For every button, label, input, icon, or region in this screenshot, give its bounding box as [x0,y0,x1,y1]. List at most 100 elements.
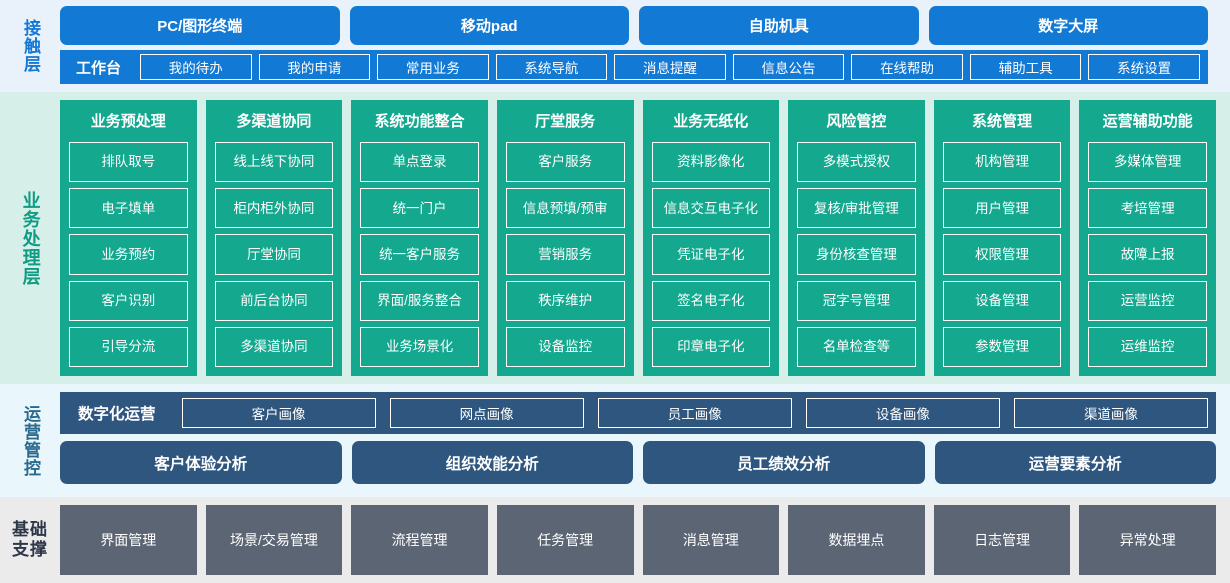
business-item-permission-mgmt[interactable]: 权限管理 [942,234,1062,275]
business-column-multichannel: 多渠道协同 线上线下协同 柜内柜外协同 厅堂协同 前后台协同 多渠道协同 [205,100,343,376]
base-chip-log-mgmt[interactable]: 日志管理 [933,505,1071,575]
portrait-chip-channel[interactable]: 渠道画像 [1013,398,1208,428]
business-column-title: 业务无纸化 [673,113,749,130]
business-item-fault-report[interactable]: 故障上报 [1088,234,1207,275]
business-item-identity-verification[interactable]: 身份核查管理 [797,234,916,275]
business-item-training-mgmt[interactable]: 考培管理 [1088,188,1207,229]
business-column-title: 风险管控 [826,113,887,130]
business-item-customer-service[interactable]: 客户服务 [505,142,625,183]
base-layer-label-line1: 基础 [12,520,48,540]
business-item-info-exchange-digital[interactable]: 信息交互电子化 [651,188,771,229]
business-layer-band: 业务处理层 业务预处理 排队取号 电子填单 业务预约 客户识别 引导分流 多渠道… [0,92,1230,384]
business-item-parameter-mgmt[interactable]: 参数管理 [942,326,1062,368]
business-column-risk-control: 风险管控 多模式授权 复核/审批管理 身份核查管理 冠字号管理 名单检查等 [788,100,925,376]
business-item-scenario[interactable]: 业务场景化 [360,326,479,368]
portrait-chip-device[interactable]: 设备画像 [805,398,1000,428]
channel-row: PC/图形终端 移动pad 自助机具 数字大屏 [60,6,1208,45]
business-item-review-approval[interactable]: 复核/审批管理 [797,188,916,229]
workbench-item-my-todo[interactable]: 我的待办 [140,54,252,80]
business-column-title: 系统管理 [972,113,1033,130]
base-layer-band: 基础 支撑 界面管理 场景/交易管理 流程管理 任务管理 消息管理 数据埋点 日… [0,497,1230,583]
business-item-ops-monitor[interactable]: 运营监控 [1088,280,1207,321]
channel-chip-digital-screen[interactable]: 数字大屏 [928,6,1208,45]
business-item-customer-identify[interactable]: 客户识别 [69,280,188,321]
business-item-list-check[interactable]: 名单检查等 [797,326,916,368]
analysis-chip-employee-performance[interactable]: 员工绩效分析 [643,441,925,484]
business-item-device-monitor[interactable]: 设备监控 [505,326,625,368]
business-layer-body: 业务预处理 排队取号 电子填单 业务预约 客户识别 引导分流 多渠道协同 线上线… [60,100,1216,376]
workbench-item-my-application[interactable]: 我的申请 [258,54,371,80]
business-item-multimode-authorization[interactable]: 多模式授权 [797,142,916,183]
digital-ops-row: 数字化运营 客户画像 网点画像 员工画像 设备画像 渠道画像 [60,392,1216,434]
channel-chip-mobile-pad[interactable]: 移动pad [349,6,629,45]
business-item-unified-customer-service[interactable]: 统一客户服务 [360,234,479,275]
base-chip-ui-mgmt[interactable]: 界面管理 [60,505,197,575]
contact-layer-band: 接触层 PC/图形终端 移动pad 自助机具 数字大屏 工作台 我的待办 我的申… [0,0,1230,92]
business-column-title: 多渠道协同 [236,113,312,130]
business-column-title: 系统功能整合 [374,113,465,130]
ops-layer-band: 运营管控 数字化运营 客户画像 网点画像 员工画像 设备画像 渠道画像 客户体验… [0,384,1230,497]
base-layer-label: 基础 支撑 [0,505,60,575]
business-item-lobby-sync[interactable]: 厅堂协同 [214,234,334,275]
business-item-multimedia-mgmt[interactable]: 多媒体管理 [1088,142,1207,183]
channel-chip-self-service[interactable]: 自助机具 [639,6,919,45]
business-item-document-imaging[interactable]: 资料影像化 [651,142,771,183]
workbench-item-announcement[interactable]: 信息公告 [732,54,845,80]
business-layer-label: 业务处理层 [20,190,41,286]
business-item-guide-diversion[interactable]: 引导分流 [69,326,188,368]
business-item-multichannel-sync[interactable]: 多渠道协同 [214,326,334,368]
business-item-ui-service-integration[interactable]: 界面/服务整合 [360,280,479,321]
business-column-title: 运营辅助功能 [1102,113,1193,130]
base-chip-message-mgmt[interactable]: 消息管理 [642,505,780,575]
base-layer-label-line2: 支撑 [12,540,48,559]
workbench-item-message-alert[interactable]: 消息提醒 [614,54,726,80]
base-chip-task-mgmt[interactable]: 任务管理 [496,505,634,575]
ops-layer-body: 数字化运营 客户画像 网点画像 员工画像 设备画像 渠道画像 客户体验分析 组织… [60,392,1216,489]
business-item-seal-digital[interactable]: 印章电子化 [651,326,771,368]
portrait-chip-employee[interactable]: 员工画像 [597,398,792,428]
business-item-front-back-sync[interactable]: 前后台协同 [214,280,334,321]
business-column-lobby-service: 厅堂服务 客户服务 信息预填/预审 营销服务 秩序维护 设备监控 [496,100,634,376]
analysis-chip-org-efficiency[interactable]: 组织效能分析 [351,441,633,484]
business-item-pre-fill-review[interactable]: 信息预填/预审 [505,188,625,229]
business-item-device-mgmt[interactable]: 设备管理 [942,280,1062,321]
business-item-order-maintenance[interactable]: 秩序维护 [505,280,625,321]
base-chip-exception-handling[interactable]: 异常处理 [1079,505,1216,575]
business-item-queue-number[interactable]: 排队取号 [69,142,188,183]
business-item-appointment[interactable]: 业务预约 [69,234,188,275]
business-columns: 业务预处理 排队取号 电子填单 业务预约 客户识别 引导分流 多渠道协同 线上线… [60,100,1216,376]
base-chip-process-mgmt[interactable]: 流程管理 [351,505,488,575]
business-item-e-form[interactable]: 电子填单 [69,188,188,229]
business-column-system-integration: 系统功能整合 单点登录 统一门户 统一客户服务 界面/服务整合 业务场景化 [351,100,488,376]
business-item-maintenance-monitor[interactable]: 运维监控 [1088,326,1207,368]
workbench-item-aux-tools[interactable]: 辅助工具 [969,54,1082,80]
business-item-unified-portal[interactable]: 统一门户 [360,188,479,229]
base-layer-body: 界面管理 场景/交易管理 流程管理 任务管理 消息管理 数据埋点 日志管理 异常… [60,505,1216,575]
analysis-row: 客户体验分析 组织效能分析 员工绩效分析 运营要素分析 [60,441,1216,484]
business-item-signature-digital[interactable]: 签名电子化 [651,280,771,321]
workbench-item-system-settings[interactable]: 系统设置 [1088,54,1200,80]
portrait-chip-customer[interactable]: 客户画像 [181,398,376,428]
business-item-org-mgmt[interactable]: 机构管理 [942,142,1062,183]
base-chip-data-tracking[interactable]: 数据埋点 [788,505,925,575]
business-column-system-mgmt: 系统管理 机构管理 用户管理 权限管理 设备管理 参数管理 [933,100,1071,376]
channel-chip-pc[interactable]: PC/图形终端 [60,6,340,45]
business-item-sso[interactable]: 单点登录 [360,142,479,183]
workbench-item-online-help[interactable]: 在线帮助 [851,54,963,80]
workbench-item-system-nav[interactable]: 系统导航 [495,54,608,80]
business-item-serial-number-mgmt[interactable]: 冠字号管理 [797,280,916,321]
business-column-paperless: 业务无纸化 资料影像化 信息交互电子化 凭证电子化 签名电子化 印章电子化 [642,100,780,376]
business-item-counter-sync[interactable]: 柜内柜外协同 [214,188,334,229]
workbench-bar: 工作台 我的待办 我的申请 常用业务 系统导航 消息提醒 信息公告 在线帮助 辅… [60,50,1208,84]
analysis-chip-customer-experience[interactable]: 客户体验分析 [60,441,342,484]
workbench-item-common-business[interactable]: 常用业务 [377,54,489,80]
business-item-online-offline-sync[interactable]: 线上线下协同 [214,142,334,183]
business-item-marketing-service[interactable]: 营销服务 [505,234,625,275]
business-item-voucher-digital[interactable]: 凭证电子化 [651,234,771,275]
portrait-chip-branch[interactable]: 网点画像 [389,398,584,428]
business-item-user-mgmt[interactable]: 用户管理 [942,188,1062,229]
base-chip-scenario-transaction-mgmt[interactable]: 场景/交易管理 [205,505,343,575]
business-column-title: 业务预处理 [90,113,166,130]
analysis-chip-ops-factor[interactable]: 运营要素分析 [934,441,1216,484]
